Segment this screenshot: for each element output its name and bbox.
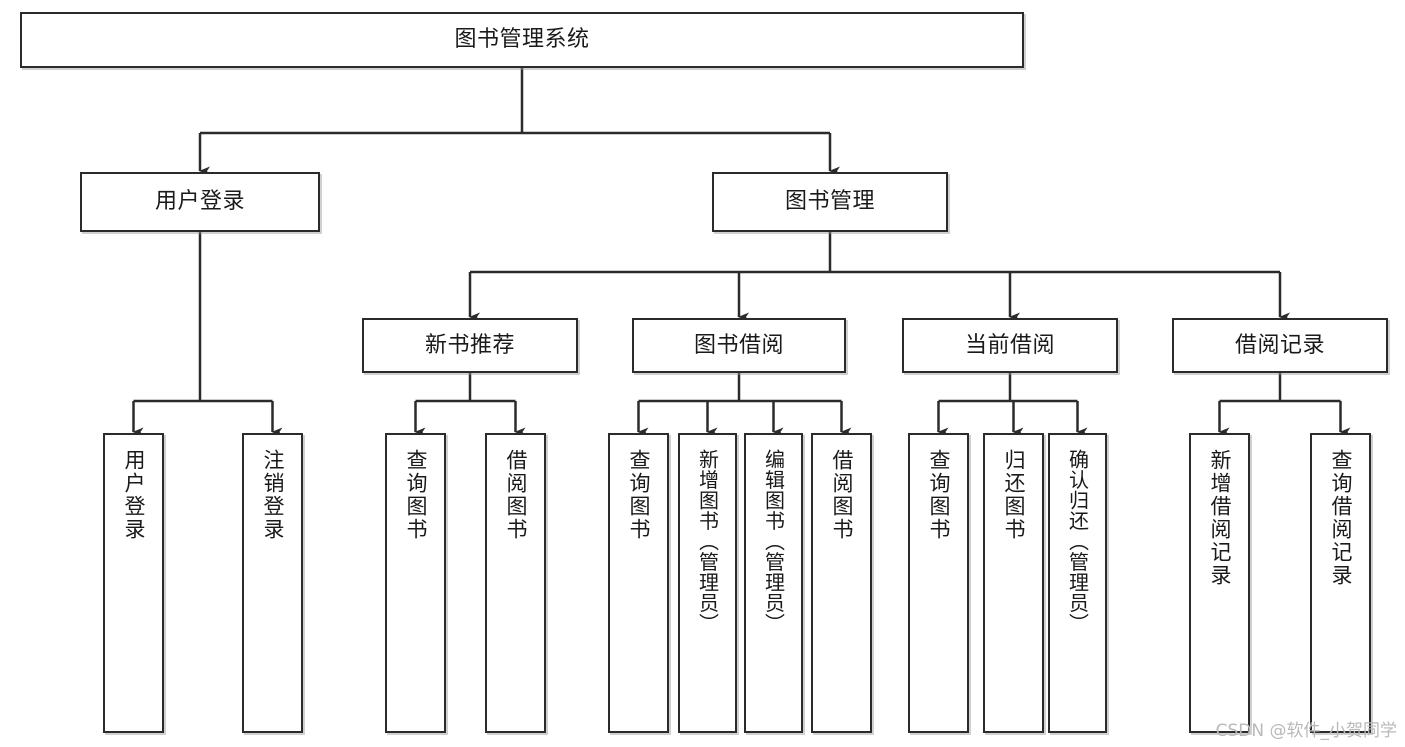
node-root[interactable]: 图书管理系统	[20, 12, 1024, 68]
node-label: 图书管理	[784, 189, 875, 215]
node-new-book-recommend[interactable]: 新书推荐	[362, 318, 578, 373]
node-label: 查询图书	[627, 449, 651, 541]
node-label: 新书推荐	[424, 332, 515, 358]
node-borrow-record[interactable]: 借阅记录	[1172, 318, 1388, 373]
node-label: 用户登录	[154, 189, 245, 215]
node-label: 查询图书	[927, 449, 951, 541]
node-label: 新增借阅记录	[1208, 449, 1232, 587]
node-leaf-confirm-return[interactable]: 确认归还（管理员）	[1048, 433, 1107, 733]
node-leaf-add-book[interactable]: 新增图书（管理员）	[678, 433, 737, 733]
node-book-manage[interactable]: 图书管理	[712, 172, 948, 232]
node-label: 借阅记录	[1234, 332, 1325, 358]
node-label: 查询借阅记录	[1329, 449, 1353, 587]
node-label: 注销登录	[261, 449, 285, 541]
node-label: 编辑图书（管理员）	[761, 449, 786, 634]
node-leaf-query-book-3[interactable]: 查询图书	[908, 433, 969, 733]
node-label: 用户登录	[122, 449, 146, 541]
node-leaf-add-record[interactable]: 新增借阅记录	[1189, 433, 1250, 733]
node-label: 图书管理系统	[454, 27, 590, 53]
node-leaf-query-record[interactable]: 查询借阅记录	[1310, 433, 1371, 733]
node-leaf-return-book[interactable]: 归还图书	[983, 433, 1044, 733]
node-leaf-query-book-1[interactable]: 查询图书	[385, 433, 446, 733]
node-label: 新增图书（管理员）	[695, 449, 720, 634]
node-leaf-borrow-book-1[interactable]: 借阅图书	[485, 433, 546, 733]
node-book-borrow[interactable]: 图书借阅	[632, 318, 846, 373]
node-current-borrow[interactable]: 当前借阅	[902, 318, 1118, 373]
node-label: 确认归还（管理员）	[1065, 449, 1090, 634]
node-leaf-user-login[interactable]: 用户登录	[103, 433, 164, 733]
node-label: 借阅图书	[830, 449, 854, 541]
node-leaf-edit-book[interactable]: 编辑图书（管理员）	[744, 433, 803, 733]
node-user-login[interactable]: 用户登录	[80, 172, 320, 232]
node-label: 借阅图书	[504, 449, 528, 541]
node-leaf-user-logout[interactable]: 注销登录	[242, 433, 303, 733]
node-label: 图书借阅	[693, 332, 784, 358]
node-label: 当前借阅	[964, 332, 1055, 358]
node-label: 查询图书	[404, 449, 428, 541]
node-label: 归还图书	[1002, 449, 1026, 541]
watermark: CSDN @软件_小贺同学	[1215, 721, 1397, 741]
node-leaf-query-book-2[interactable]: 查询图书	[608, 433, 669, 733]
node-leaf-borrow-book-2[interactable]: 借阅图书	[811, 433, 872, 733]
